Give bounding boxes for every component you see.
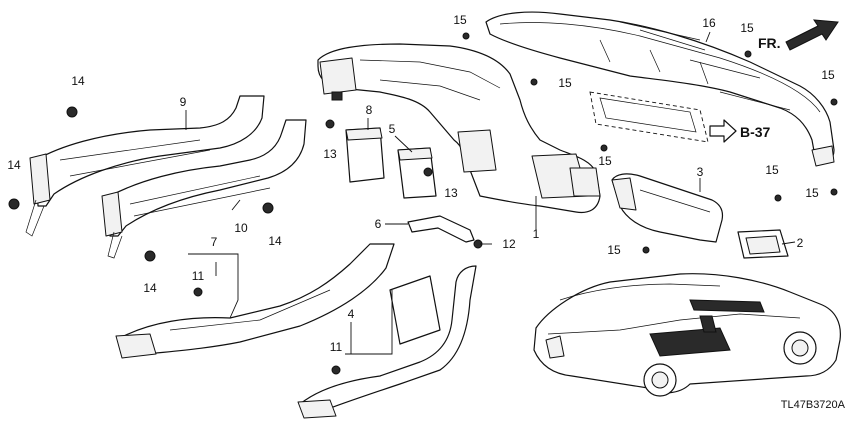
leader-lines xyxy=(185,31,796,355)
duct-part-10 xyxy=(101,119,307,259)
front-arrow xyxy=(785,19,839,51)
callout-14-mid: 14 xyxy=(268,234,282,248)
callout-10: 10 xyxy=(234,221,248,235)
duct-part-3 xyxy=(611,173,724,243)
callout-2: 2 xyxy=(797,236,804,250)
duct-part-2 xyxy=(737,229,789,259)
callout-11-lower: 11 xyxy=(330,340,343,354)
callout-14-bottom: 14 xyxy=(143,281,157,295)
callout-15-bottom: 15 xyxy=(607,243,621,257)
callout-13-right: 13 xyxy=(444,186,458,200)
fasteners xyxy=(8,32,838,375)
duct-part-9 xyxy=(25,95,265,237)
callout-5: 5 xyxy=(389,122,396,136)
callout-15-lowerright: 15 xyxy=(765,163,779,177)
callout-9: 9 xyxy=(180,95,187,109)
callout-14-left: 14 xyxy=(7,158,21,172)
callouts: 1 2 3 4 5 6 7 8 9 10 11 11 12 13 13 14 1… xyxy=(7,13,835,354)
duct-part-7 xyxy=(115,243,395,359)
callout-3: 3 xyxy=(697,165,704,179)
callout-6: 6 xyxy=(375,217,382,231)
callout-16: 16 xyxy=(702,16,716,30)
callout-15-edge: 15 xyxy=(805,186,819,200)
callout-7: 7 xyxy=(211,235,218,249)
reference-label: B-37 xyxy=(740,124,771,140)
callout-1: 1 xyxy=(533,227,540,241)
callout-15-right: 15 xyxy=(821,68,835,82)
duct-part-16 xyxy=(485,11,835,167)
callout-15-topright: 15 xyxy=(740,21,754,35)
callout-8: 8 xyxy=(366,103,373,117)
clip-part-6 xyxy=(407,215,475,243)
callout-11-upper: 11 xyxy=(192,269,205,283)
callout-12: 12 xyxy=(502,237,516,251)
callout-15-top: 15 xyxy=(453,13,467,27)
callout-15-center: 15 xyxy=(558,76,572,90)
diagram-code: TL47B3720A xyxy=(781,399,846,411)
front-marker-label: FR. xyxy=(758,35,781,51)
callout-14-topleft: 14 xyxy=(71,74,85,88)
vehicle-illustration xyxy=(533,273,841,397)
callout-4: 4 xyxy=(348,307,355,321)
duct-part-5 xyxy=(397,147,437,199)
ref-panel xyxy=(589,91,737,143)
duct-part-8 xyxy=(345,127,385,183)
duct-part-4 xyxy=(297,265,477,419)
duct-part-1 xyxy=(317,43,601,214)
callout-13-left: 13 xyxy=(323,147,337,161)
callout-15-panel: 15 xyxy=(598,154,612,168)
